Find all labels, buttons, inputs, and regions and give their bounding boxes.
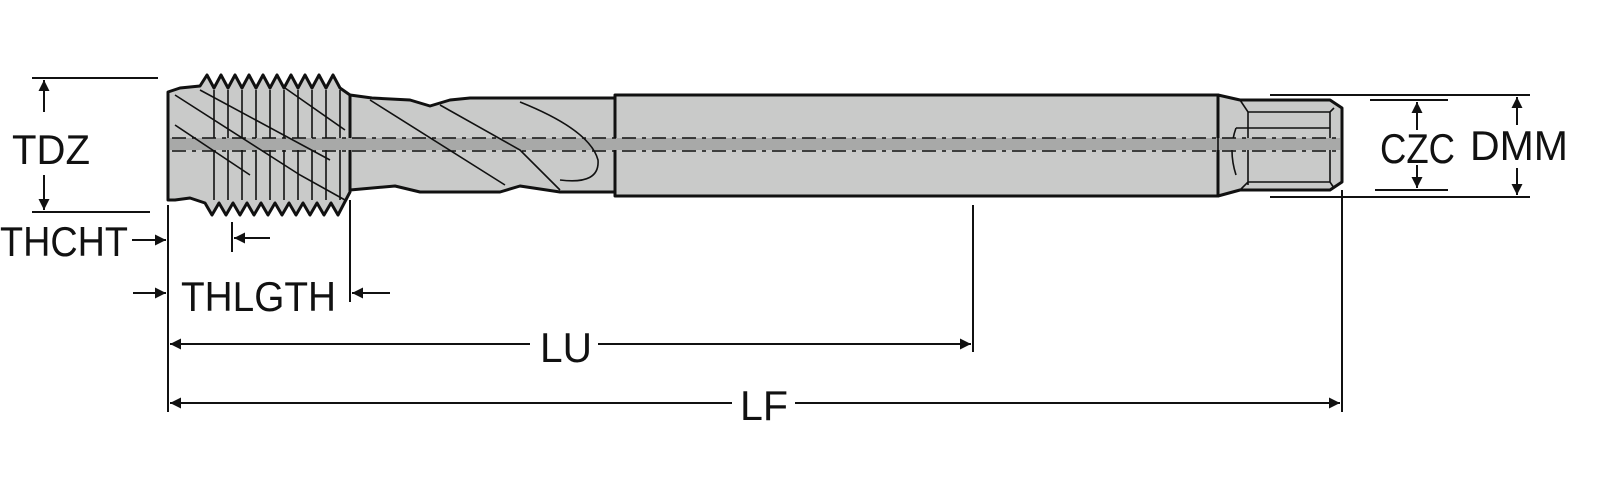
label-lf: LF <box>740 382 788 429</box>
dimension-dmm: DMM <box>1270 94 1568 198</box>
tool-body <box>166 73 1344 217</box>
label-czc: CZC <box>1380 125 1455 172</box>
flute-helix-lines <box>174 87 1219 201</box>
dimension-lf: LF <box>170 190 1343 429</box>
label-tdz: TDZ <box>12 126 90 173</box>
label-dmm: DMM <box>1470 122 1568 169</box>
dimension-thlgth: THLGTH <box>133 200 390 412</box>
dimension-tdz: TDZ <box>12 77 158 213</box>
center-axis-band <box>170 138 1340 150</box>
dimension-lu: LU <box>170 205 974 371</box>
dimension-thcht: THCHT <box>0 218 270 265</box>
dimension-czc: CZC <box>1370 99 1455 191</box>
label-thcht: THCHT <box>0 218 128 265</box>
label-thlgth: THLGTH <box>181 273 336 320</box>
label-lu: LU <box>540 324 592 371</box>
